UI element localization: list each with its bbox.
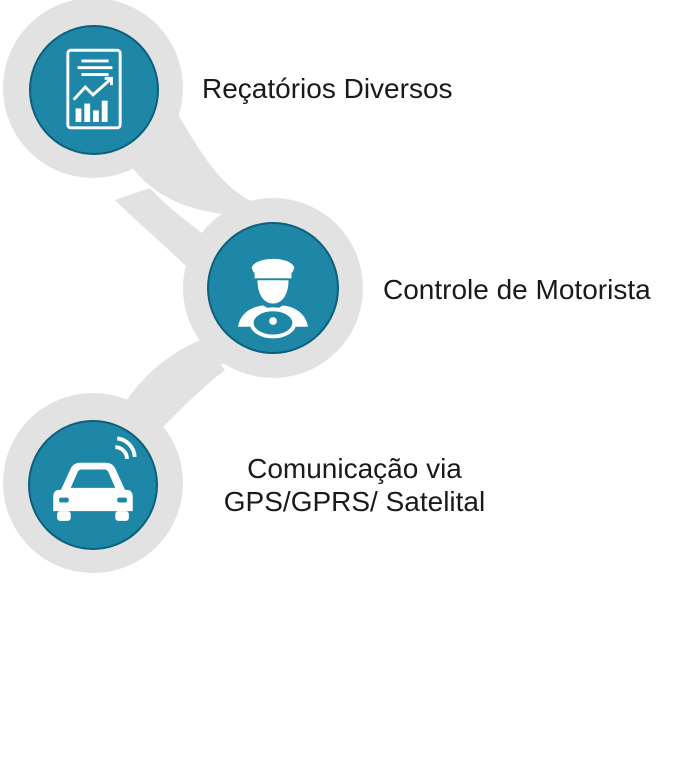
driver-icon [238, 258, 308, 339]
driver-icon-circle [207, 222, 339, 354]
report-icon-circle [29, 25, 159, 155]
connected-car-icon [53, 436, 137, 521]
feature-label-driver: Controle de Motorista [383, 274, 651, 305]
feature-label-communication-line2: GPS/GPRS/ Satelital [223, 486, 486, 517]
feature-label-reports: Reçatórios Diversos [202, 73, 453, 104]
feature-label-communication: Comunicação via GPS/GPRS/ Satelital [202, 452, 507, 518]
car-icon-circle [28, 420, 158, 550]
report-chart-icon [66, 48, 122, 130]
feature-label-communication-line1: Comunicação via [247, 453, 462, 484]
